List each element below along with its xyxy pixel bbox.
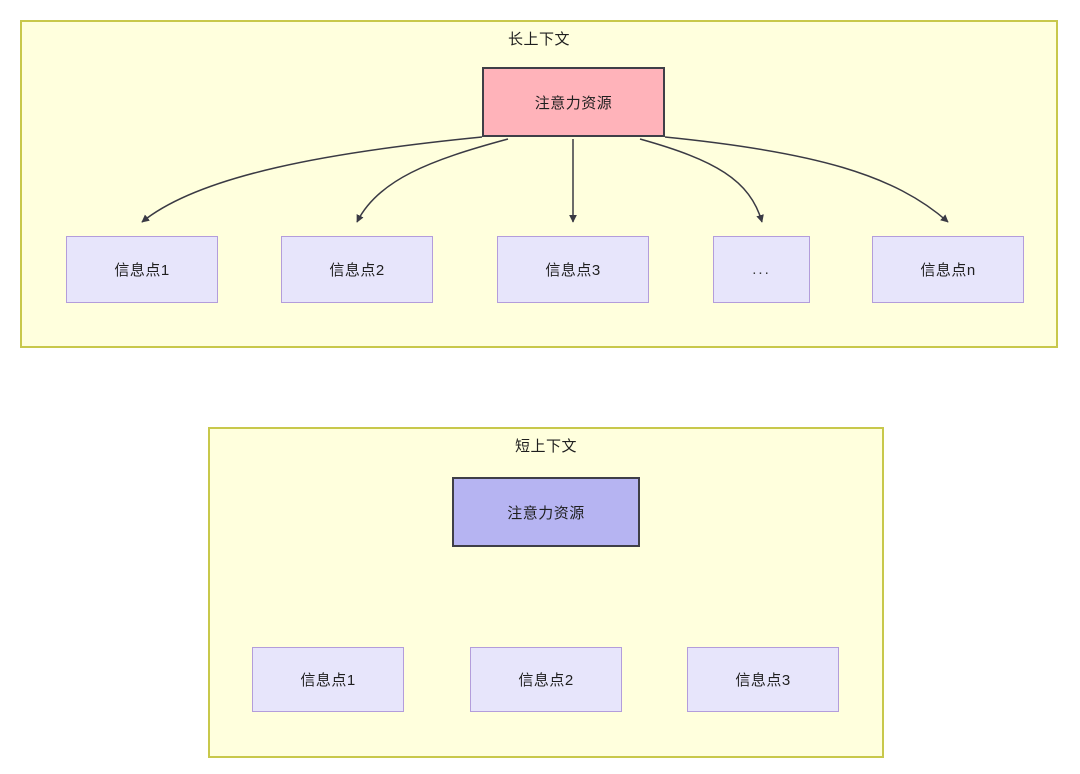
- node-info-point-2-short[interactable]: 信息点2: [470, 647, 622, 712]
- node-info-point-1-long[interactable]: 信息点1: [66, 236, 218, 303]
- node-info-point-n-long[interactable]: 信息点n: [872, 236, 1024, 303]
- node-info-point-1-short[interactable]: 信息点1: [252, 647, 404, 712]
- node-info-point-2-long[interactable]: 信息点2: [281, 236, 433, 303]
- node-info-point-3-long[interactable]: 信息点3: [497, 236, 649, 303]
- group-title-short-context: 短上下文: [514, 438, 577, 455]
- group-title-long-context: 长上下文: [507, 31, 570, 48]
- node-info-point-3-short[interactable]: 信息点3: [687, 647, 839, 712]
- node-attention-resource-short[interactable]: 注意力资源: [452, 477, 640, 547]
- node-attention-resource-long[interactable]: 注意力资源: [482, 67, 665, 137]
- node-info-point-ellipsis-long[interactable]: ...: [713, 236, 810, 303]
